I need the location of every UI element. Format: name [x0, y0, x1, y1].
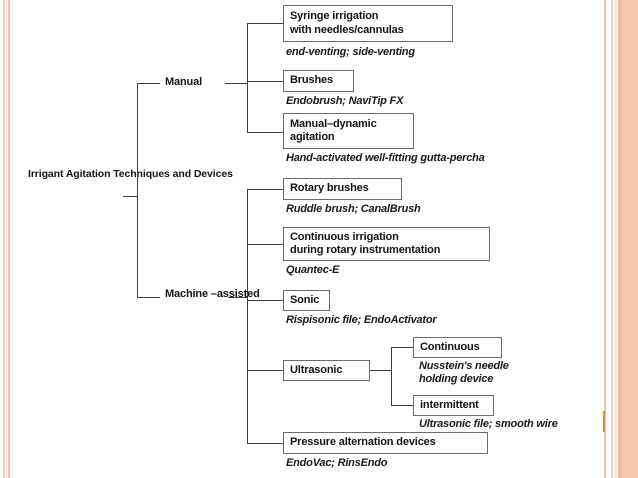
right-edge-stripe-2 [607, 0, 610, 478]
node-ultrasonic[interactable]: Ultrasonic [283, 360, 370, 381]
machine-branch-connector [137, 297, 160, 298]
ultrasonic-to-subspine [370, 370, 391, 371]
machine-child-1-connector [247, 189, 283, 190]
manual-branch-connector [137, 83, 160, 84]
root-node-label: Irrigant Agitation Techniques and Device… [28, 168, 233, 182]
node-pressure-alternation-line-1: Pressure alternation devices [290, 436, 436, 449]
caption-manual-dynamic-agitation: Hand-activated well-fitting gutta-percha [286, 152, 485, 164]
ultrasonic-subspine-vertical [391, 347, 392, 405]
node-ultrasonic-intermittent-line-1: intermittent [420, 398, 479, 411]
machine-spine-vertical [247, 189, 248, 444]
node-continuous-irrigation-line-2: during rotary instrumentation [290, 244, 441, 256]
right-edge-stripe-4 [614, 0, 617, 478]
node-ultrasonic-intermittent[interactable]: intermittent [413, 395, 494, 416]
node-syringe-line-2: with needles/cannulas [290, 23, 404, 36]
manual-child-2-connector [247, 81, 283, 82]
caption-rotary-brushes: Ruddle brush; CanalBrush [286, 203, 421, 215]
manual-label-to-spine [225, 83, 247, 84]
ultrasonic-subchild-2-connector [391, 405, 413, 406]
node-manual-dynamic-line-1: Manual–dynamic [290, 117, 377, 130]
node-sonic[interactable]: Sonic [283, 290, 330, 311]
node-rotary-brushes-line-1: Rotary brushes [290, 182, 369, 195]
machine-child-5-connector [247, 443, 283, 444]
machine-child-3-connector [247, 300, 283, 301]
caption-ultrasonic-continuous-line-2: holding device [419, 373, 494, 385]
node-ultrasonic-continuous-line-1: Continuous [420, 340, 480, 353]
machine-label-line-1: Machine [165, 288, 208, 300]
node-brushes-line-1: Brushes [290, 74, 333, 87]
node-syringe-irrigation[interactable]: Syringe irrigation with needles/cannulas [283, 5, 453, 42]
root-line-2: Agitation [65, 168, 111, 180]
caption-ultrasonic-continuous-line-1: Nusstein's needle [419, 360, 509, 372]
root-stem-connector [123, 196, 138, 197]
manual-spine-vertical [247, 23, 248, 133]
caption-syringe-irrigation: end-venting; side-venting [286, 46, 415, 58]
caption-ultrasonic-intermittent: Ultrasonic file; smooth wire [419, 418, 558, 430]
branch-label-machine-assisted: Machine –assisted [165, 288, 260, 302]
root-line-1: Irrigant [28, 168, 64, 180]
node-brushes[interactable]: Brushes [283, 70, 354, 92]
node-ultrasonic-line-1: Ultrasonic [290, 363, 343, 376]
left-edge-stripe-3 [8, 0, 10, 478]
node-manual-dynamic-line-2: agitation [290, 131, 335, 143]
manual-child-3-connector [247, 132, 283, 133]
caption-continuous-irrigation: Quantec-E [286, 264, 340, 276]
node-syringe-line-1: Syringe irrigation [290, 10, 379, 22]
node-sonic-line-1: Sonic [290, 293, 320, 306]
node-ultrasonic-continuous[interactable]: Continuous [413, 337, 502, 358]
right-edge-stripe-5 [618, 0, 622, 478]
right-edge-stripe-1 [604, 0, 606, 478]
machine-child-4-connector [247, 370, 283, 371]
machine-label-to-spine [228, 297, 247, 298]
caption-brushes: Endobrush; NaviTip FX [286, 95, 404, 107]
node-pressure-alternation-devices[interactable]: Pressure alternation devices [283, 432, 488, 454]
manual-child-1-connector [247, 23, 283, 24]
node-rotary-brushes[interactable]: Rotary brushes [283, 178, 402, 200]
node-continuous-irrigation[interactable]: Continuous irrigation during rotary inst… [283, 227, 490, 261]
left-edge-stripe-1 [3, 0, 5, 478]
machine-child-2-connector [247, 244, 283, 245]
left-edge-stripe-2 [6, 0, 7, 478]
node-continuous-irrigation-line-1: Continuous irrigation [290, 230, 399, 243]
text-cursor-artifact [603, 411, 605, 432]
caption-sonic: Rispisonic file; EndoActivator [286, 314, 437, 326]
node-manual-dynamic-agitation[interactable]: Manual–dynamic agitation [283, 113, 414, 149]
machine-label-line-2: –assisted [210, 288, 260, 300]
right-edge-stripe-3 [611, 0, 613, 478]
root-line-4: and Devices [172, 168, 233, 180]
ultrasonic-subchild-1-connector [391, 347, 413, 348]
caption-pressure-alternation-devices: EndoVac; RinsEndo [286, 457, 388, 469]
manual-label-line-1: Manual [165, 76, 202, 88]
main-trunk-vertical [137, 83, 138, 297]
right-edge-stripe-6 [622, 0, 638, 478]
root-line-3: Techniques [113, 168, 170, 180]
branch-label-manual: Manual [165, 76, 202, 90]
